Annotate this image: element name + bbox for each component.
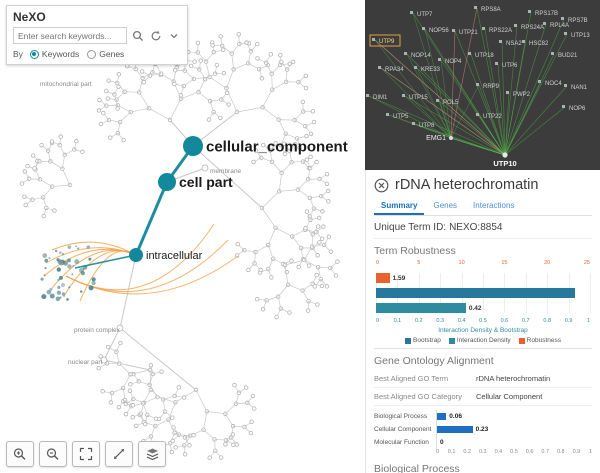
gene-node-UTP6[interactable]: UTP6 — [502, 63, 518, 69]
gene-node-UTP10[interactable]: UTP10 — [493, 159, 516, 168]
zoom-in-button[interactable] — [6, 441, 34, 467]
fit-to-screen-button[interactable] — [72, 441, 100, 467]
gene-node-UTP22[interactable]: UTP22 — [483, 114, 502, 120]
gene-node-UTP15[interactable]: UTP15 — [409, 95, 428, 101]
alignment-row-value: rDNA heterochromatin — [476, 374, 551, 383]
gene-node-RPA34[interactable]: RPA34 — [385, 67, 404, 73]
gene-node-UTP7[interactable]: UTP7 — [417, 12, 433, 18]
gene-node-NOP6[interactable]: NOP6 — [569, 106, 586, 112]
gene-node-UTP13[interactable]: UTP13 — [571, 33, 590, 39]
alignment-row-value: Cellular Component — [476, 392, 543, 401]
radio-genes[interactable]: Genes — [87, 49, 124, 59]
unique-term-id-label: Unique Term ID: — [374, 222, 447, 233]
section-term-robustness: Term Robustness — [374, 245, 456, 257]
pan-diagonal-button[interactable] — [105, 441, 133, 467]
term-title: rDNA heterochromatin — [395, 177, 539, 193]
gene-node-RRP9[interactable]: RRP9 — [483, 84, 500, 90]
zoom-out-button[interactable] — [39, 441, 67, 467]
alignment-row-category: Best Aligned GO Category Cellular Compon… — [374, 388, 592, 406]
search-mode-row: By Keywords Genes — [13, 49, 181, 59]
legend-bootstrap: Bootstrap — [405, 337, 441, 344]
tab-summary[interactable]: Summary — [374, 198, 425, 215]
gene-node-RPS24A[interactable]: RPS24A — [521, 25, 544, 31]
gene-node-UTP8[interactable]: UTP8 — [419, 123, 435, 129]
gene-node-DIM1[interactable]: DIM1 — [373, 95, 388, 101]
gene-node-UTP5[interactable]: UTP5 — [393, 114, 409, 120]
right-column: UTP7 RPS8A RPS17B RPS7B NOP56 UTP21 RPS22A RPS2… — [365, 0, 600, 473]
alignment-row-term: Best Aligned GO Term rDNA heterochromati… — [374, 370, 592, 388]
app-title: NeXO — [13, 10, 46, 24]
radio-keywords[interactable]: Keywords — [29, 49, 79, 59]
term-node-intracellular[interactable] — [129, 248, 143, 262]
gene-node-UTP18[interactable]: UTP18 — [475, 53, 494, 59]
gene-node-UTP9[interactable]: UTP9 — [379, 39, 395, 45]
gene-node-POL5[interactable]: POL5 — [443, 100, 459, 106]
gene-node-NSA2[interactable]: NSA2 — [506, 41, 522, 47]
bar-interaction-density — [376, 303, 466, 313]
legend-robustness: Robustness — [518, 337, 561, 344]
search-input[interactable] — [13, 27, 127, 44]
gene-node-NOP56[interactable]: NOP56 — [429, 28, 449, 34]
term-node-cell-part[interactable] — [158, 173, 176, 191]
search-icon[interactable] — [130, 28, 145, 43]
gene-node-NOC4[interactable]: NOC4 — [545, 81, 562, 87]
gene-node-HSC82[interactable]: HSC82 — [529, 41, 549, 47]
close-icon[interactable] — [374, 178, 389, 193]
gene-node-RPS17B[interactable]: RPS17B — [535, 11, 558, 17]
term-label-minor: mitochondrial part — [40, 81, 92, 88]
search-panel: NeXO By Keywords Genes — [6, 5, 188, 65]
gene-node-RPS7B[interactable]: RPS7B — [568, 18, 588, 24]
unique-term-id: Unique Term ID:NEXO:8854 — [374, 216, 592, 239]
by-label: By — [13, 49, 23, 59]
term-label-minor: protein complex — [74, 327, 121, 334]
term-label: intracellular — [146, 250, 203, 262]
gene-node-KRE33[interactable]: KRE33 — [421, 67, 441, 73]
section-biological-process: Biological Process — [374, 463, 460, 473]
gene-node-RPL4A[interactable]: RPL4A — [550, 23, 569, 29]
reset-icon[interactable] — [148, 28, 163, 43]
divider — [374, 348, 592, 349]
gene-network-panel: UTP7 RPS8A RPS17B RPS7B NOP56 UTP21 RPS22A RPS2… — [365, 0, 600, 170]
term-node-cellular-component[interactable] — [183, 136, 203, 156]
view-controls — [6, 441, 166, 467]
tab-interactions[interactable]: Interactions — [473, 201, 515, 210]
gene-node-RPS22A[interactable]: RPS22A — [489, 28, 512, 34]
term-label: cell part — [179, 174, 233, 190]
gene-node-NOP4[interactable]: NOP4 — [445, 59, 462, 65]
unique-term-id-value: NEXO:8854 — [449, 222, 503, 233]
gene-node-EMG1[interactable]: EMG1 — [426, 135, 446, 142]
gene-node-NOP14[interactable]: NOP14 — [411, 53, 431, 59]
section-go-alignment: Gene Ontology Alignment — [374, 355, 494, 367]
chevron-down-icon[interactable] — [166, 28, 181, 43]
term-label-minor: membrane — [210, 168, 241, 175]
gene-network-canvas[interactable]: UTP7 RPS8A RPS17B RPS7B NOP56 UTP21 RPS22A RPS2… — [365, 0, 600, 170]
bar-bootstrap — [376, 288, 576, 298]
gene-node-UTP21[interactable]: UTP21 — [459, 30, 478, 36]
term-label: cellular_component — [206, 138, 348, 155]
layers-button[interactable] — [138, 441, 166, 467]
detail-tabs: Summary Genes Interactions — [374, 198, 592, 216]
gene-node-RPS8A[interactable]: RPS8A — [481, 7, 501, 13]
alignment-row-label: Best Aligned GO Category — [374, 392, 462, 401]
term-label-minor: nuclear part — [68, 359, 103, 366]
tab-genes[interactable]: Genes — [433, 201, 458, 210]
gene-node-NAN1[interactable]: NAN1 — [571, 85, 588, 91]
legend-interaction-density: Interaction Density — [448, 337, 511, 344]
gene-node-PWP2[interactable]: PWP2 — [513, 92, 531, 98]
gene-node-BUD21[interactable]: BUD21 — [558, 53, 578, 59]
bar-robustness — [376, 273, 390, 283]
alignment-row-label: Best Aligned GO Term — [374, 374, 449, 383]
